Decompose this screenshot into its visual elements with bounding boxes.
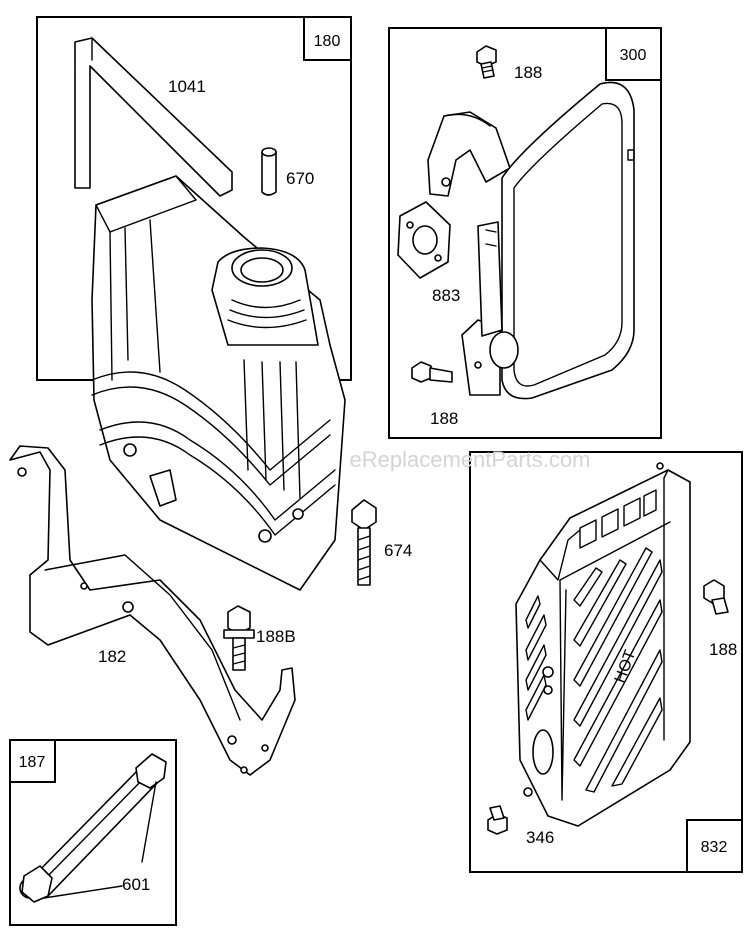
- watermark: eReplacementParts.com: [350, 447, 591, 472]
- callout-883: 883: [432, 286, 460, 305]
- part-670-spacer[interactable]: [261, 147, 277, 196]
- callout-188b: 188B: [256, 627, 296, 646]
- callout-182: 182: [98, 647, 126, 666]
- group-180-tag: 180: [314, 33, 341, 50]
- part-188-right-screw[interactable]: [703, 579, 729, 615]
- callout-188-mid: 188: [430, 409, 458, 428]
- group-832[interactable]: 832: [469, 451, 743, 873]
- part-188b-bolt[interactable]: [223, 605, 255, 671]
- group-832-tag: 832: [701, 839, 728, 856]
- callout-601: 601: [122, 875, 150, 894]
- part-883-gasket[interactable]: [397, 201, 451, 279]
- part-182-bracket[interactable]: [9, 445, 296, 776]
- callout-188-right: 188: [709, 640, 737, 659]
- group-187-tag: 187: [19, 754, 46, 771]
- part-1041-rod[interactable]: [74, 37, 233, 197]
- muffler[interactable]: [427, 81, 635, 400]
- part-346-screw[interactable]: [487, 805, 508, 835]
- fuel-tank[interactable]: [91, 175, 346, 591]
- heat-shield[interactable]: HOT: [515, 462, 691, 827]
- callout-674: 674: [384, 541, 412, 560]
- callout-670: 670: [286, 169, 314, 188]
- group-300[interactable]: 300: [388, 27, 662, 439]
- group-187[interactable]: 187: [9, 739, 177, 926]
- group-300-tag: 300: [620, 47, 647, 64]
- callout-346: 346: [526, 828, 554, 847]
- callout-188-top: 188: [514, 63, 542, 82]
- part-601-clamps[interactable]: [21, 753, 167, 903]
- callout-1041: 1041: [168, 77, 206, 96]
- part-188-top-screw[interactable]: [476, 45, 497, 79]
- part-674-bolt[interactable]: [351, 499, 377, 586]
- part-188-mid-screw[interactable]: [411, 361, 453, 383]
